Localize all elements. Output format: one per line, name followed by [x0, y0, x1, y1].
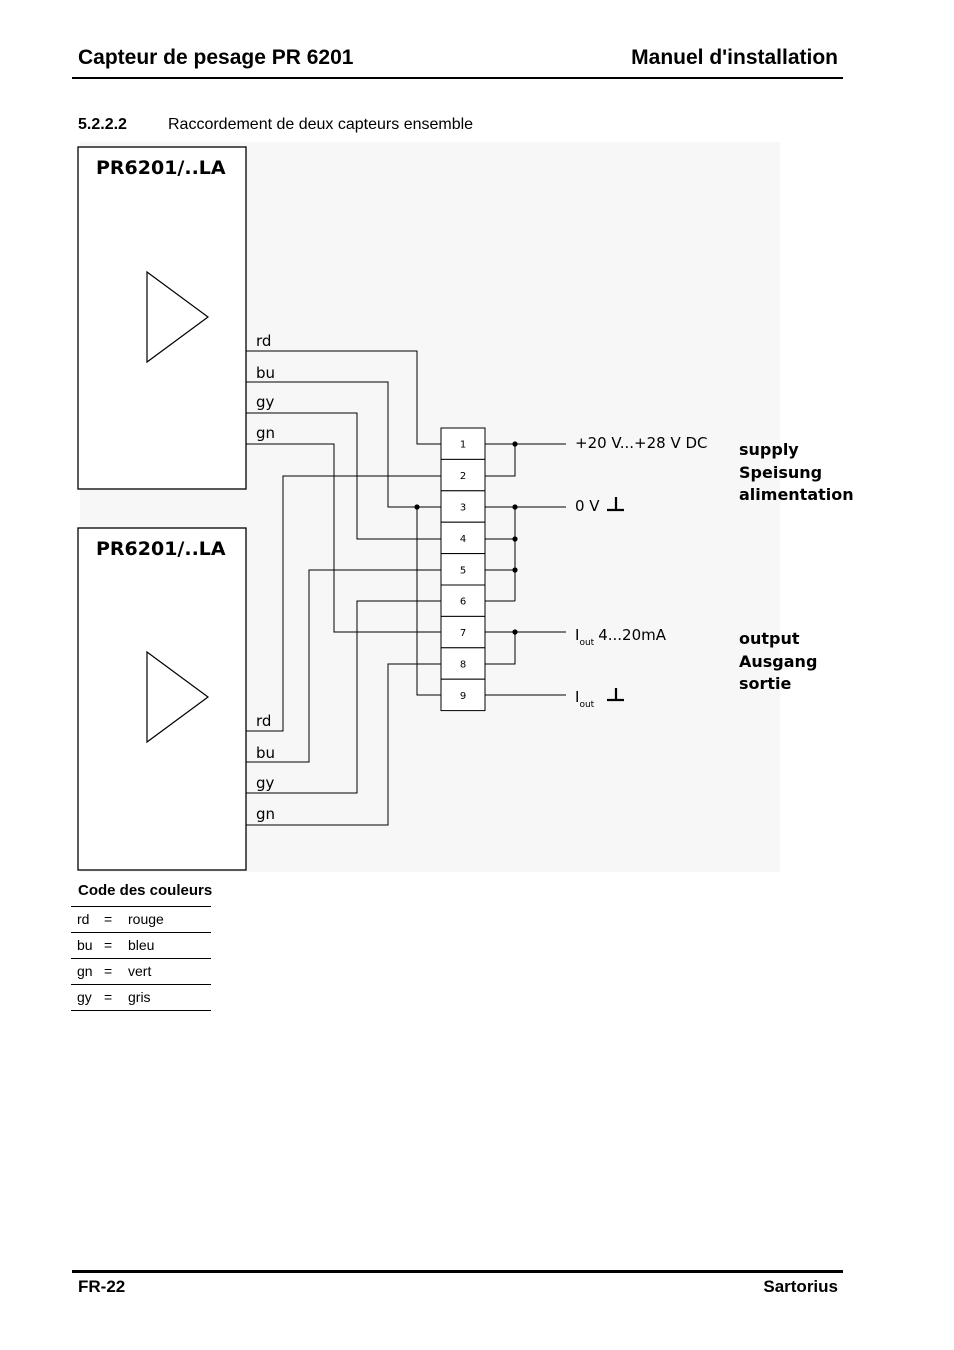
s2-bu-label: bu: [256, 744, 275, 762]
terminal-cell: [440, 490, 486, 523]
output-label-de: Ausgang: [739, 652, 817, 671]
s2-gy-label: gy: [256, 774, 275, 792]
sensor-2-wires: [246, 475, 441, 826]
legend-row: rd = rouge: [71, 907, 211, 933]
section-number: 5.2.2.2: [78, 116, 127, 133]
wire-s2-bu: [246, 569, 441, 763]
supply-voltage-label: +20 V...+28 V DC: [575, 434, 708, 452]
brand-name: Sartorius: [763, 1277, 838, 1296]
output-label-fr: sortie: [739, 674, 792, 693]
legend-value: gris: [128, 989, 151, 1005]
s2-rd-label: rd: [256, 712, 271, 730]
right-bridges: [485, 443, 566, 696]
terminal-number: 9: [460, 691, 466, 702]
legend-equals: =: [104, 963, 113, 979]
terminal-number: 5: [460, 565, 466, 576]
wire-s2-gn: [246, 663, 441, 826]
header-rule: [72, 77, 843, 79]
sensor-1-box: [77, 146, 247, 490]
terminal-cell: [440, 647, 486, 680]
s1-rd-label: rd: [256, 332, 271, 350]
legend-value: bleu: [128, 937, 155, 953]
terminal-block: 1 2 3 4 5 6 7 8 9: [440, 427, 486, 712]
supply-label-fr: alimentation: [739, 485, 854, 504]
terminal-number: 1: [460, 440, 466, 451]
s1-gy-label: gy: [256, 393, 275, 411]
bridge-junctions: [512, 441, 518, 635]
document-title: Capteur de pesage PR 6201: [78, 46, 354, 69]
zero-volt-label: 0 V: [575, 497, 600, 515]
terminal-cell: [440, 458, 486, 492]
legend-equals: =: [104, 989, 113, 1005]
output-label-en: output: [739, 629, 800, 648]
iout-ground-label: Iout: [575, 688, 595, 710]
wire-s1-gn: [246, 443, 441, 633]
wire-s2-gy: [246, 600, 441, 794]
amplifier-2-icon: [146, 650, 210, 744]
ground-icon: [607, 497, 624, 512]
ground-bus-left: [416, 506, 441, 696]
iout-ground-icon: [607, 688, 624, 702]
legend-value: vert: [128, 963, 152, 979]
sensor-2-label: PR6201/..LA: [96, 538, 226, 560]
legend-row: bu = bleu: [71, 933, 211, 959]
terminal-number: 7: [460, 628, 466, 639]
terminal-cell: [440, 521, 486, 555]
legend-equals: =: [104, 937, 113, 953]
sensor-1-label: PR6201/..LA: [96, 157, 226, 179]
wire-s1-rd: [246, 350, 441, 445]
color-code-table: rd = rouge bu = bleu gn = vert gy = gris: [71, 906, 211, 1011]
supply-label-de: Speisung: [739, 463, 822, 482]
footer-rule: [72, 1270, 843, 1273]
terminal-cell: [440, 553, 486, 586]
junction-dot: [414, 504, 420, 510]
legend-code: rd: [77, 911, 90, 927]
color-code-title: Code des couleurs: [78, 882, 213, 899]
legend-row: gy = gris: [71, 985, 211, 1011]
terminal-cell: [440, 678, 486, 712]
legend-row: gn = vert: [71, 959, 211, 985]
amplifier-1-icon: [146, 270, 210, 364]
legend-value: rouge: [128, 911, 164, 927]
s2-gn-label: gn: [256, 805, 275, 823]
s1-gn-label: gn: [256, 424, 275, 442]
wire-s2-rd: [246, 475, 441, 732]
terminal-number: 3: [460, 503, 466, 514]
legend-equals: =: [104, 911, 113, 927]
legend-code: bu: [77, 937, 93, 953]
terminal-number: 8: [460, 660, 466, 671]
manual-type: Manuel d'installation: [631, 46, 838, 69]
terminal-number: 4: [460, 534, 466, 545]
page-number: FR-22: [78, 1277, 126, 1296]
legend-code: gn: [77, 963, 93, 979]
supply-label-en: supply: [739, 440, 799, 459]
s1-bu-label: bu: [256, 364, 275, 382]
section-title: Raccordement de deux capteurs ensemble: [168, 116, 474, 133]
terminal-number: 6: [460, 597, 466, 608]
sensor-2-box: [77, 527, 247, 871]
legend-code: gy: [77, 989, 92, 1005]
terminal-number: 2: [460, 471, 466, 482]
